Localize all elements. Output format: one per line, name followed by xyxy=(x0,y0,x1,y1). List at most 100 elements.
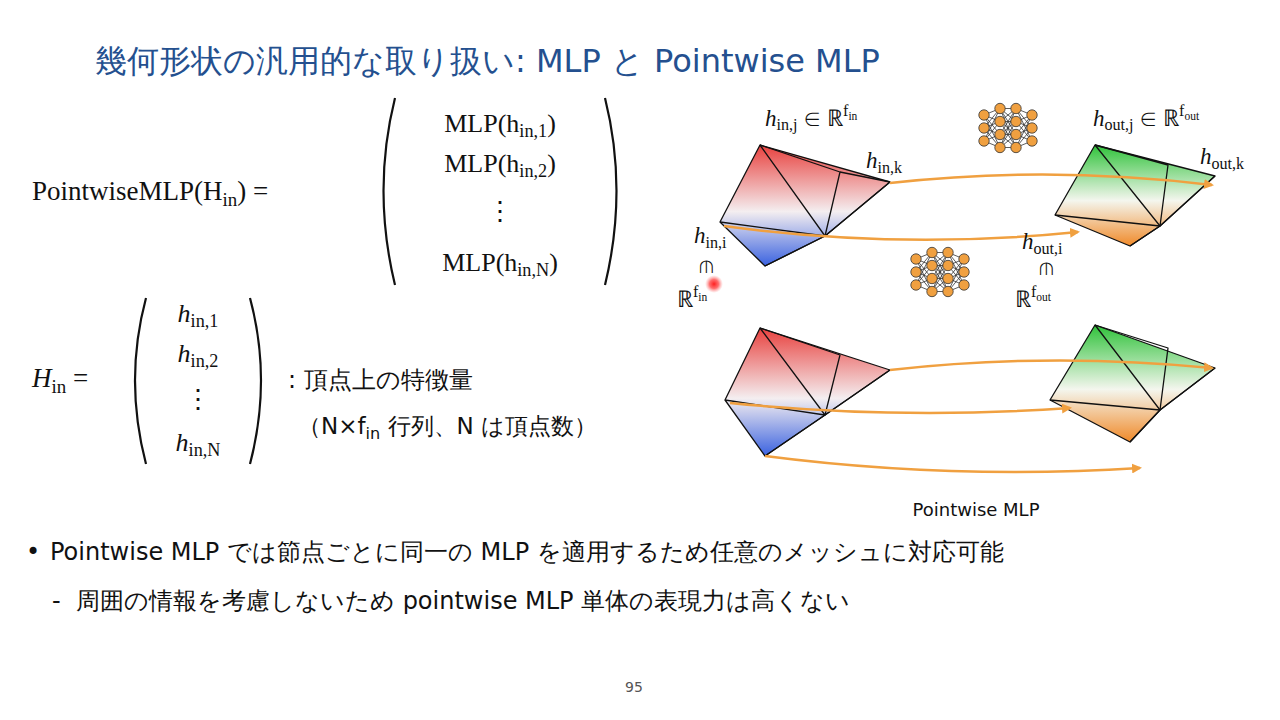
label-text: 95 xyxy=(625,679,643,695)
label-sub: in,N xyxy=(517,261,549,281)
label-text: = xyxy=(66,363,88,393)
net-link xyxy=(932,253,948,292)
label-sub: in,2 xyxy=(519,162,547,182)
label-sub: in,2 xyxy=(191,352,219,372)
label-sub: in,N xyxy=(189,441,221,461)
label-text: H xyxy=(32,363,52,393)
net-neuron xyxy=(943,260,953,270)
label-sub: in,1 xyxy=(519,122,547,142)
label-text: : 頂点上の特徴量 xyxy=(288,366,473,394)
vertex-label: hout,k xyxy=(1200,143,1244,173)
net-link xyxy=(1000,109,1016,148)
space-label: ℝfout xyxy=(1015,282,1051,313)
label-sub: out,k xyxy=(1212,155,1245,172)
bullet: - xyxy=(52,587,61,616)
net-neuron xyxy=(943,286,953,296)
label-text: h xyxy=(178,299,191,328)
net-neuron xyxy=(959,280,969,290)
label-sub: in,i xyxy=(706,234,727,251)
label-rot: ∈ xyxy=(1033,260,1059,277)
net-neuron xyxy=(927,260,937,270)
label-text: ) = xyxy=(237,176,268,206)
label-supsub: out xyxy=(1184,111,1199,123)
feature-dots: ⋮ xyxy=(185,384,211,415)
label-text: MLP(h xyxy=(444,149,519,178)
label-text: h xyxy=(694,223,706,248)
net-neuron xyxy=(1011,142,1021,152)
matrix-brackets xyxy=(135,98,617,464)
feature-note: （N×fin 行列、N は頂点数） xyxy=(298,413,597,443)
label-text: ∈ ℝ xyxy=(1134,106,1180,131)
label-sup: f xyxy=(1031,283,1036,300)
vertex-label: hout,i xyxy=(1022,228,1063,258)
net-neuron xyxy=(1027,110,1037,120)
page-number: 95 xyxy=(625,679,643,696)
label-text: ⋮ xyxy=(487,197,513,226)
meshes xyxy=(720,145,1215,456)
label-sup: f xyxy=(1179,102,1184,119)
membership-symbol: ∈ xyxy=(1038,255,1055,281)
net-neuron xyxy=(911,254,921,264)
label-text: 周囲の情報を考慮しないため pointwise MLP 単体の表現力は高くない xyxy=(76,587,850,615)
label-text: MLP(h xyxy=(444,109,519,138)
label-supsub: in xyxy=(848,111,857,123)
matrix-entry: MLP(hin,1) xyxy=(444,108,556,143)
label-text: （N×f xyxy=(298,413,366,439)
vertex-label: hin,j ∈ ℝfin xyxy=(765,101,857,135)
label-text: h xyxy=(1200,144,1212,169)
label-supsub: out xyxy=(1036,292,1051,304)
formula-lhs: PointwiseMLP(Hin) = xyxy=(32,175,268,211)
label-text: ) xyxy=(549,248,558,277)
vertex-label: hout,j ∈ ℝfout xyxy=(1093,101,1199,135)
net-neuron xyxy=(927,273,937,283)
label-text: PointwiseMLP(H xyxy=(32,176,223,206)
net-neuron xyxy=(979,136,989,146)
label-text: - xyxy=(52,587,61,615)
label-sub: in,1 xyxy=(191,312,219,332)
feature-entry: hin,2 xyxy=(178,338,219,373)
net-link xyxy=(932,253,948,292)
label-sub: out,i xyxy=(1034,240,1063,257)
net-neuron xyxy=(1011,129,1021,139)
space-label: ℝfin xyxy=(677,282,707,313)
label-text: MLP(h xyxy=(442,248,517,277)
label-text: Pointwise MLP では節点ごとに同一の MLP を適用するため任意のメ… xyxy=(50,538,1004,566)
net-link xyxy=(1000,109,1016,148)
net-neuron xyxy=(1011,116,1021,126)
label-rot: ∈ xyxy=(693,258,719,275)
net-neuron xyxy=(911,280,921,290)
net-neuron xyxy=(1027,123,1037,133)
label-sub: in,k xyxy=(878,159,903,176)
mapping-arrows xyxy=(724,174,1212,472)
label-text: • xyxy=(26,538,40,566)
label-text: ) xyxy=(547,149,556,178)
vertex-label: hin,i xyxy=(694,222,727,252)
label-sub: out,j xyxy=(1105,117,1134,134)
label-text: h xyxy=(866,148,878,173)
figure-caption: Pointwise MLP xyxy=(912,499,1039,521)
net-neuron xyxy=(911,267,921,277)
matrix-entry: MLP(hin,2) xyxy=(444,148,556,183)
label-sup: f xyxy=(843,102,848,119)
label-text: ) xyxy=(547,109,556,138)
slide-title: 幾何形状の汎用的な取り扱い: MLP と Pointwise MLP xyxy=(95,40,880,84)
label-text: Pointwise MLP xyxy=(912,499,1039,520)
net-neuron xyxy=(943,247,953,257)
net-neuron xyxy=(927,247,937,257)
label-text: ℝ xyxy=(1015,287,1031,312)
label-sub: in,j xyxy=(777,117,798,134)
net-neuron xyxy=(959,267,969,277)
label-sub: in xyxy=(223,188,238,209)
net-neuron xyxy=(995,142,1005,152)
feature-entry: hin,N xyxy=(176,427,221,462)
feature-note: : 頂点上の特徴量 xyxy=(288,366,473,395)
label-sub: in xyxy=(52,375,67,396)
net-neuron xyxy=(1011,103,1021,113)
net-neuron xyxy=(1027,136,1037,146)
label-text: ℝ xyxy=(677,287,693,312)
net-neuron xyxy=(979,110,989,120)
label-text: ∈ ℝ xyxy=(798,106,844,131)
pointer-dot xyxy=(705,275,723,293)
membership-symbol: ∈ xyxy=(698,253,715,279)
label-supsub: in xyxy=(698,292,707,304)
